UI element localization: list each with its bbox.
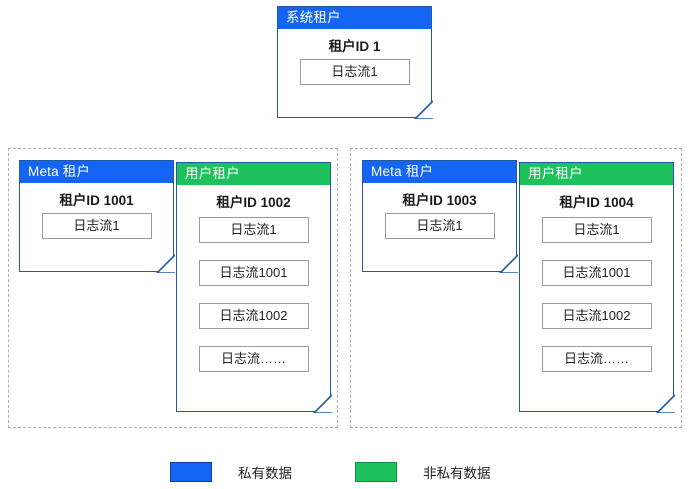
folded-corner-icon — [312, 394, 332, 413]
folded-corner-icon — [655, 394, 675, 413]
group-left — [8, 148, 338, 428]
legend-swatch-non-private — [355, 462, 397, 482]
stream-list: 日志流1 — [278, 59, 431, 93]
stream-list: 日志流1 — [20, 213, 173, 247]
card-user-1002[interactable]: 用户租户 租户ID 1002 日志流1 日志流1001 日志流1002 日志流…… — [176, 162, 332, 413]
legend-swatch-private — [170, 462, 212, 482]
group-right — [350, 148, 682, 428]
stream-box[interactable]: 日志流1001 — [198, 260, 309, 286]
legend-label-private: 私有数据 — [238, 466, 292, 481]
card-title-system-tenant: 租户ID 1 — [328, 39, 381, 54]
stream-box[interactable]: 日志流1 — [541, 217, 652, 243]
stream-box[interactable]: 日志流1 — [198, 217, 309, 243]
card-body: 用户租户 租户ID 1002 日志流1 日志流1001 日志流1002 日志流…… — [177, 163, 332, 413]
card-title-user-1002: 租户ID 1002 — [216, 195, 291, 210]
card-header-system-tenant: 系统租户 — [278, 7, 431, 29]
stream-box[interactable]: 日志流1 — [384, 213, 495, 239]
stream-box[interactable]: 日志流…… — [541, 346, 652, 372]
folded-corner-icon — [498, 254, 518, 273]
card-body: Meta 租户 租户ID 1001 日志流1 — [20, 161, 175, 273]
stream-list: 日志流1 日志流1001 日志流1002 日志流…… — [177, 217, 330, 380]
card-body: 用户租户 租户ID 1004 日志流1 日志流1001 日志流1002 日志流…… — [520, 163, 675, 413]
legend-item-non-private: 非私有数据 — [355, 462, 491, 482]
stream-list: 日志流1 日志流1001 日志流1002 日志流…… — [520, 217, 673, 380]
card-header-meta-tenant: Meta 租户 — [363, 161, 516, 183]
card-body: Meta 租户 租户ID 1003 日志流1 — [363, 161, 518, 273]
stream-list: 日志流1 — [363, 213, 516, 247]
stream-box[interactable]: 日志流1002 — [541, 303, 652, 329]
stream-box[interactable]: 日志流1 — [299, 59, 410, 85]
folded-corner-icon — [155, 254, 175, 273]
legend-label-non-private: 非私有数据 — [423, 466, 491, 481]
card-header-user-tenant: 用户租户 — [520, 163, 673, 185]
card-title-meta-1003: 租户ID 1003 — [402, 193, 477, 208]
card-header-user-tenant: 用户租户 — [177, 163, 330, 185]
stream-box[interactable]: 日志流1002 — [198, 303, 309, 329]
card-title-user-1004: 租户ID 1004 — [559, 195, 634, 210]
legend-item-private: 私有数据 — [170, 462, 292, 482]
stream-box[interactable]: 日志流…… — [198, 346, 309, 372]
folded-corner-icon — [413, 100, 433, 119]
card-body: 系统租户 租户ID 1 日志流1 — [278, 7, 433, 119]
card-header-meta-tenant: Meta 租户 — [20, 161, 173, 183]
stream-box[interactable]: 日志流1001 — [541, 260, 652, 286]
card-title-meta-1001: 租户ID 1001 — [59, 193, 134, 208]
card-meta-1001[interactable]: Meta 租户 租户ID 1001 日志流1 — [19, 160, 175, 273]
card-meta-1003[interactable]: Meta 租户 租户ID 1003 日志流1 — [362, 160, 518, 273]
stream-box[interactable]: 日志流1 — [41, 213, 152, 239]
card-system-tenant[interactable]: 系统租户 租户ID 1 日志流1 — [277, 6, 433, 119]
card-user-1004[interactable]: 用户租户 租户ID 1004 日志流1 日志流1001 日志流1002 日志流…… — [519, 162, 675, 413]
